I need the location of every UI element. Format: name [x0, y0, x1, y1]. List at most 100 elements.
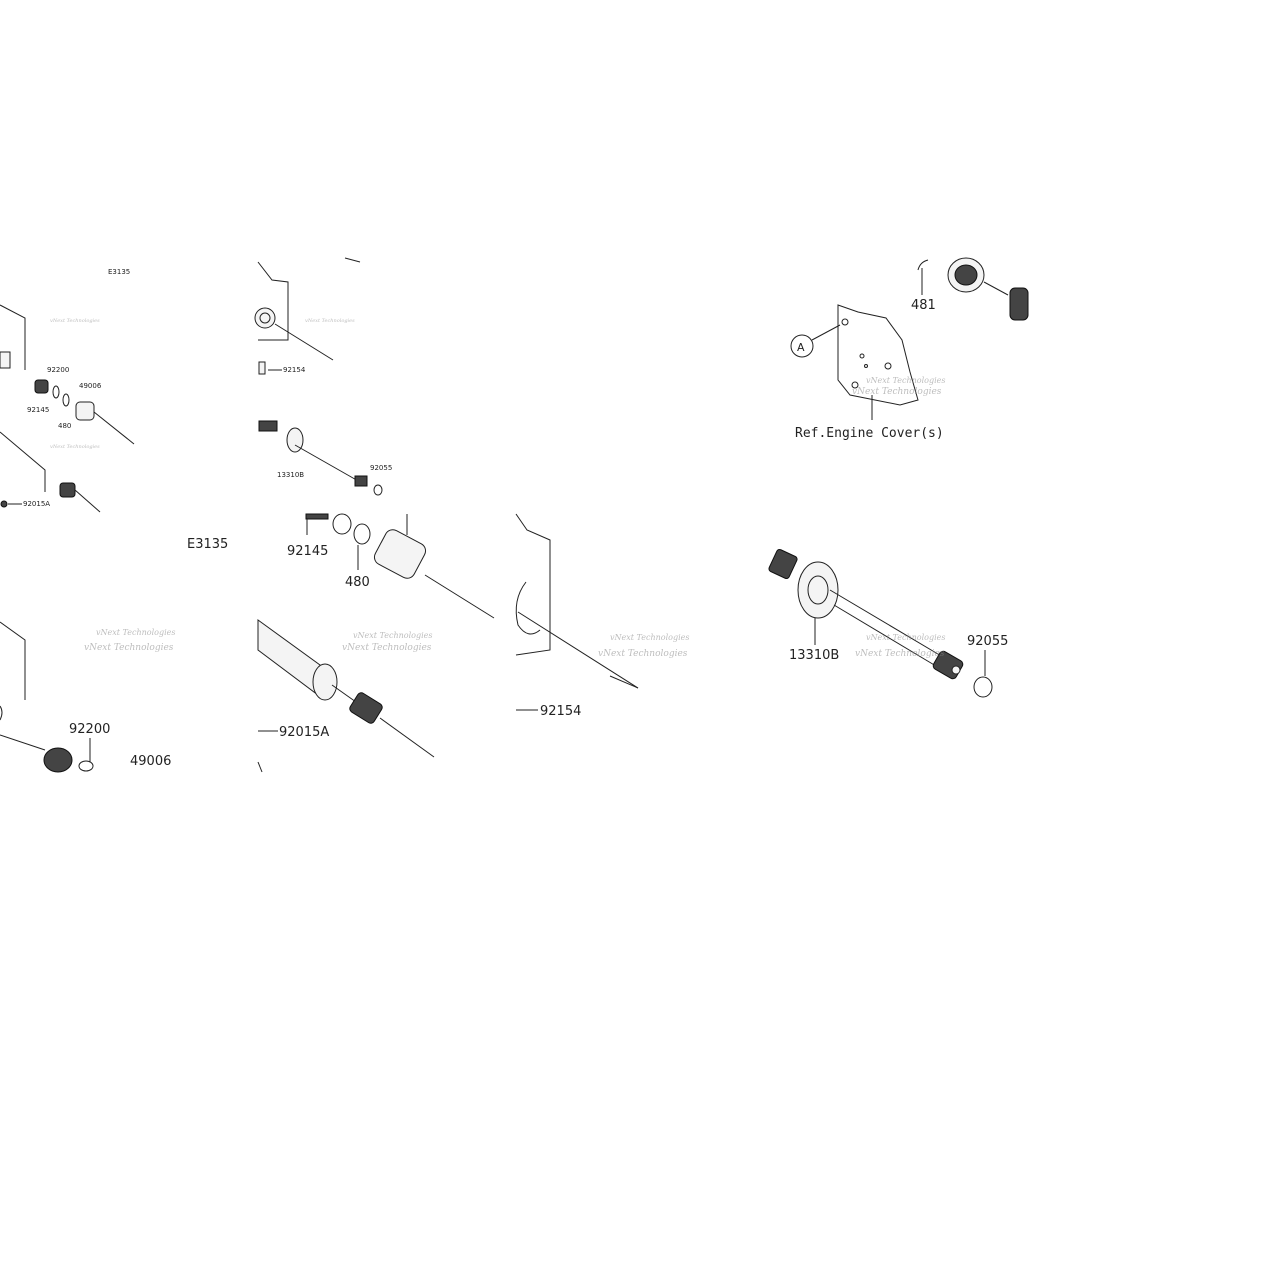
seal-part-49006	[75, 401, 95, 421]
part-label-49006-small: 49006	[79, 382, 102, 390]
cover-outline	[257, 261, 289, 341]
ring-part-92055	[373, 484, 383, 496]
watermark: vNext Technologies	[866, 376, 945, 385]
spline-part	[768, 548, 798, 580]
cover-hole	[884, 362, 892, 370]
bearing-part-92154	[254, 307, 276, 329]
ring-part-92055	[973, 676, 993, 698]
output-shaft	[829, 589, 949, 673]
watermark: vNext Technologies	[353, 631, 432, 640]
cut-edge	[257, 761, 263, 773]
bearing-part-92145	[305, 513, 329, 520]
housing-outline	[0, 621, 26, 700]
shaft-neck	[331, 684, 357, 703]
diagram-code: E3135	[187, 537, 228, 552]
cover-hole	[864, 364, 868, 368]
circlip-part-481	[917, 259, 929, 271]
zoom-panel-right: 13310B vNext Technologies vNext Technolo…	[768, 548, 1008, 698]
output-shaft	[294, 444, 361, 483]
spline-part	[258, 420, 278, 432]
watermark: vNext Technologies	[305, 318, 355, 324]
ring-part-92200	[332, 513, 352, 535]
part-label-92145-small: 92145	[27, 406, 49, 414]
part-label-92055: 92055	[967, 634, 1008, 649]
flange-part-13310b	[286, 427, 304, 453]
shaft-axis-line	[609, 675, 639, 689]
leader-line	[811, 324, 841, 341]
cover-hole	[841, 318, 849, 326]
shaft-flange	[312, 663, 338, 701]
reference-marker-a	[790, 334, 814, 358]
engine-cover-outline	[837, 304, 919, 406]
overview-panel-middle: vNext Technologies 92154 13310B 92055	[254, 257, 392, 496]
part-label-13310b-small: 13310B	[277, 471, 304, 479]
part-label-92145: 92145	[287, 544, 328, 559]
bearing-part-92145	[43, 747, 73, 773]
shaft-axis-line	[424, 574, 495, 619]
part-label-481: 481	[911, 298, 936, 313]
flange-hub	[807, 575, 829, 605]
engine-cover-detail: 481 A vNext Technologies vNext Technolog…	[790, 257, 1029, 441]
drive-shaft-part	[257, 619, 321, 696]
shaft-axis-line	[93, 411, 135, 445]
watermark: vNext Technologies	[598, 649, 688, 659]
part-label-13310b: 13310B	[789, 648, 839, 663]
zoom-panel-center: vNext Technologies vNext Technologies 92…	[515, 513, 689, 719]
bearing-part-92145	[34, 379, 49, 394]
watermark: vNext Technologies	[96, 628, 175, 637]
watermark: vNext Technologies	[855, 649, 945, 659]
spline-part	[59, 482, 76, 498]
cover-hole	[859, 353, 865, 359]
watermark: vNext Technologies	[342, 643, 432, 653]
part-label-480: 480	[345, 575, 370, 590]
part-label-92015a: 92015A	[279, 725, 329, 740]
watermark: vNext Technologies	[852, 387, 942, 397]
reference-engine-cover-label: Ref.Engine Cover(s)	[795, 426, 944, 441]
flange-part-13310b	[797, 561, 839, 619]
housing-edge	[0, 705, 3, 721]
part-label-92154: 92154	[540, 704, 581, 719]
bolt-part	[0, 500, 8, 508]
overview-panel-left: E3135 vNext Technologies vNext Technolog…	[0, 268, 135, 513]
part-label-92015a-small: 92015A	[23, 500, 50, 508]
zoom-panel-left: E3135 vNext Technologies vNext Technolog…	[0, 537, 228, 773]
oil-seal-inner	[954, 264, 978, 286]
ring-part-480	[62, 393, 70, 407]
bearing-part-92154	[515, 581, 541, 635]
ring-part-92200	[78, 760, 94, 772]
ring-part-480	[353, 523, 371, 545]
shaft-axis-line	[74, 489, 101, 513]
shaft-axis-line	[0, 734, 46, 751]
reference-letter-a: A	[797, 341, 805, 354]
watermark: vNext Technologies	[50, 444, 100, 450]
cover-hole	[851, 381, 859, 389]
bolt-part	[258, 361, 266, 375]
watermark: vNext Technologies	[610, 633, 689, 642]
watermark: vNext Technologies	[84, 643, 174, 653]
shaft-end	[951, 665, 961, 675]
shaft-outline	[0, 431, 46, 492]
zoom-panel-middle: 92145 480 vNext Technologies vNext Techn…	[257, 513, 495, 773]
spline-part-92015a	[349, 692, 383, 724]
part-label-92055-small: 92055	[370, 464, 392, 472]
part-label-92154-small: 92154	[283, 366, 306, 374]
bearing-inner	[259, 312, 271, 324]
shaft-axis-line	[274, 323, 334, 361]
spline-part	[354, 475, 368, 487]
shaft-axis-line	[517, 611, 639, 689]
cover-outline	[515, 513, 551, 656]
part-label-92200: 92200	[69, 722, 110, 737]
part-label-49006: 49006	[130, 754, 171, 769]
housing-outline	[0, 304, 26, 370]
watermark: vNext Technologies	[50, 318, 100, 324]
part-label-480-small: 480	[58, 422, 71, 430]
part-label-92200-small: 92200	[47, 366, 69, 374]
diagram-code-small: E3135	[108, 268, 130, 276]
bearing-part	[1009, 287, 1029, 321]
watermark: vNext Technologies	[866, 633, 945, 642]
shaft-end-part	[0, 351, 11, 369]
ring-part-92200	[52, 385, 60, 399]
cover-outline	[344, 257, 361, 263]
shaft-axis-line	[983, 281, 1009, 296]
